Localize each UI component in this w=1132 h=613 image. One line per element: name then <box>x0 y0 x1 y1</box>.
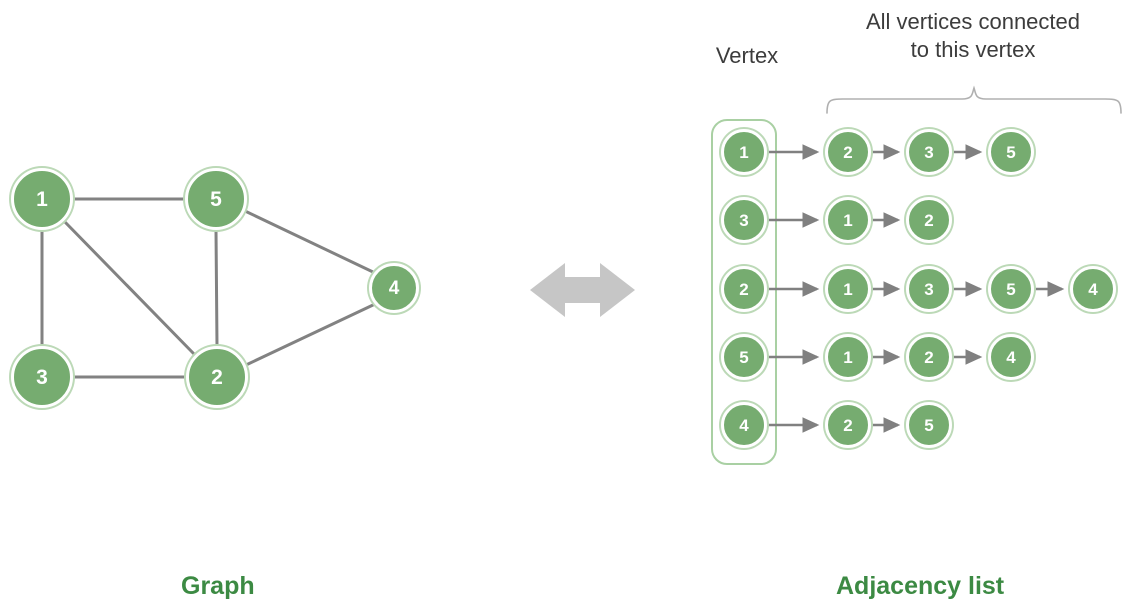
adj-row-3-neighbor-0[interactable]: 1 <box>825 334 871 380</box>
graph-node-1-label: 1 <box>36 187 48 211</box>
adj-row-3-neighbor-2[interactable]: 4 <box>988 334 1034 380</box>
header-connected-line1: All vertices connected <box>866 9 1080 34</box>
adj-row-4-neighbor-1-label: 5 <box>924 415 934 435</box>
edge-1-2 <box>62 219 197 357</box>
adj-row-3-vertex-label: 5 <box>739 347 749 367</box>
adj-row-2-neighbor-1-label: 3 <box>924 279 934 299</box>
adj-row-4-vertex[interactable]: 4 <box>721 402 767 448</box>
adj-row-0-neighbor-0-label: 2 <box>843 142 853 162</box>
edge-5-2 <box>214 228 219 348</box>
adj-row-2-neighbor-1[interactable]: 3 <box>906 266 952 312</box>
vertex-column-box <box>711 119 777 465</box>
header-connected-line2: to this vertex <box>910 37 1036 62</box>
adj-row-2-neighbor-2-label: 5 <box>1006 279 1016 299</box>
adj-row-1-neighbor-1[interactable]: 2 <box>906 197 952 243</box>
adj-row-0-neighbor-2-label: 5 <box>1006 142 1016 162</box>
adj-row-2-neighbor-3[interactable]: 4 <box>1070 266 1116 312</box>
adj-row-2-vertex[interactable]: 2 <box>721 266 767 312</box>
edge-5-4 <box>243 209 375 274</box>
graph-node-5-label: 5 <box>210 187 222 211</box>
adj-row-2-neighbor-2[interactable]: 5 <box>988 266 1034 312</box>
graph-node-1[interactable]: 1 <box>11 168 73 230</box>
adj-row-4-neighbor-0[interactable]: 2 <box>825 402 871 448</box>
graph-node-4-label: 4 <box>388 277 400 299</box>
adj-row-3-neighbor-1[interactable]: 2 <box>906 334 952 380</box>
adj-row-1-vertex-label: 3 <box>739 210 749 230</box>
adj-row-0-neighbor-2[interactable]: 5 <box>988 129 1034 175</box>
adj-row-2-neighbor-0-label: 1 <box>843 279 853 299</box>
adj-row-0-neighbor-1[interactable]: 3 <box>906 129 952 175</box>
edge-2-4 <box>244 303 375 367</box>
adj-row-4-neighbor-1[interactable]: 5 <box>906 402 952 448</box>
adj-row-0-neighbor-0[interactable]: 2 <box>825 129 871 175</box>
adj-row-4-vertex-label: 4 <box>739 415 749 435</box>
header-vertex: Vertex <box>715 43 779 68</box>
adj-row-3-neighbor-1-label: 2 <box>924 347 934 367</box>
adj-row-1-neighbor-1-label: 2 <box>924 210 934 230</box>
graph-node-3-label: 3 <box>36 365 48 389</box>
adj-row-2-neighbor-3-label: 4 <box>1088 279 1098 299</box>
adj-row-0-vertex-label: 1 <box>739 142 749 162</box>
adj-row-1-neighbor-0-label: 1 <box>843 210 853 230</box>
graph-node-4[interactable]: 4 <box>369 263 419 313</box>
adj-row-1-vertex[interactable]: 3 <box>721 197 767 243</box>
graph-caption: Graph <box>181 572 255 600</box>
adj-row-3-vertex[interactable]: 5 <box>721 334 767 380</box>
adj-row-2-neighbor-0[interactable]: 1 <box>825 266 871 312</box>
adj-row-3-neighbor-2-label: 4 <box>1006 347 1016 367</box>
adjacency-list-caption: Adjacency list <box>836 572 1005 600</box>
graph-node-3[interactable]: 3 <box>11 346 73 408</box>
adj-row-2-vertex-label: 2 <box>739 279 749 299</box>
double-headed-arrow-icon <box>530 263 635 317</box>
header-connected: All vertices connected to this vertex <box>828 8 1118 64</box>
curly-brace-icon <box>826 85 1122 114</box>
graph-node-2[interactable]: 2 <box>186 346 248 408</box>
adj-row-4-neighbor-0-label: 2 <box>843 415 853 435</box>
adj-row-1-neighbor-0[interactable]: 1 <box>825 197 871 243</box>
graph-node-5[interactable]: 5 <box>185 168 247 230</box>
adj-row-0-vertex[interactable]: 1 <box>721 129 767 175</box>
graph-node-2-label: 2 <box>211 365 223 389</box>
adj-row-0-neighbor-1-label: 3 <box>924 142 934 162</box>
adj-row-3-neighbor-0-label: 1 <box>843 347 853 367</box>
